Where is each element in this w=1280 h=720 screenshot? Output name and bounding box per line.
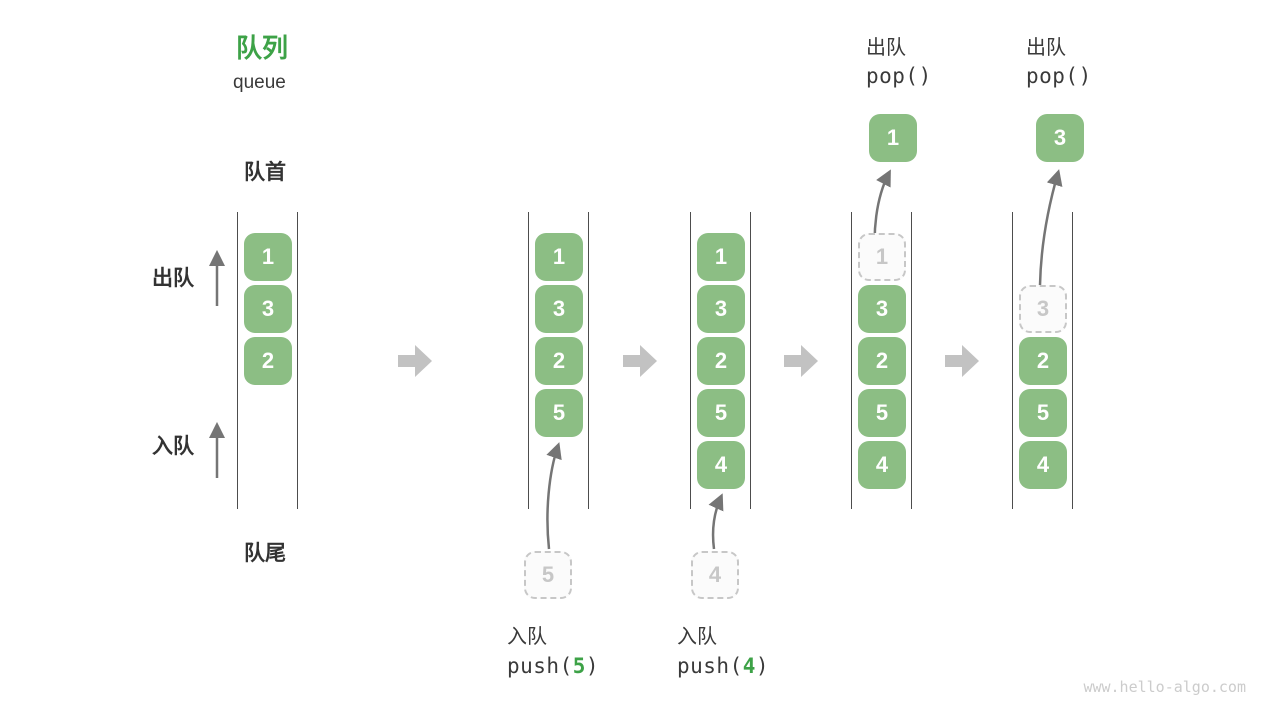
queue-item: 3	[244, 285, 292, 333]
code-arg: 4	[742, 654, 756, 678]
popped-item: 1	[869, 114, 917, 162]
push5-op-label: 入队	[507, 626, 547, 648]
queue-item-ghost: 1	[858, 233, 906, 281]
code-arg: 5	[572, 654, 586, 678]
queue-container-4	[851, 212, 912, 509]
code-prefix: push(	[677, 654, 743, 678]
pop2-op-label: 出队	[1026, 37, 1066, 59]
queue-item: 2	[244, 337, 292, 385]
code-suffix: )	[755, 654, 770, 678]
queue-item: 3	[858, 285, 906, 333]
queue-item: 4	[697, 441, 745, 489]
queue-item: 3	[697, 285, 745, 333]
code-suffix: )	[585, 654, 600, 678]
pop1-op-code: pop()	[866, 64, 932, 88]
queue-item: 2	[858, 337, 906, 385]
queue-item: 5	[1019, 389, 1067, 437]
flow-arrow-icon	[623, 345, 657, 377]
queue-item: 1	[697, 233, 745, 281]
watermark: www.hello-algo.com	[1083, 678, 1246, 696]
flow-arrow-icon	[398, 345, 432, 377]
enqueue-side-label: 入队	[152, 435, 194, 458]
pop2-op-code: pop()	[1026, 64, 1092, 88]
queue-item: 4	[858, 441, 906, 489]
diagram-title-zh: 队列	[236, 33, 289, 63]
push5-op-code: push(5)	[507, 654, 599, 678]
queue-container-5	[1012, 212, 1073, 509]
queue-item: 1	[535, 233, 583, 281]
flow-arrow-icon	[784, 345, 818, 377]
queue-item: 2	[1019, 337, 1067, 385]
queue-item: 2	[535, 337, 583, 385]
pop1-op-label: 出队	[866, 37, 906, 59]
staging-item-ghost: 4	[691, 551, 739, 599]
queue-front-label: 队首	[244, 161, 286, 184]
queue-item-ghost: 3	[1019, 285, 1067, 333]
popped-item: 3	[1036, 114, 1084, 162]
queue-item: 4	[1019, 441, 1067, 489]
queue-item: 3	[535, 285, 583, 333]
flow-arrow-icon	[945, 345, 979, 377]
queue-item: 1	[244, 233, 292, 281]
dequeue-side-label: 出队	[152, 267, 194, 290]
queue-container-2	[528, 212, 589, 509]
queue-rear-label: 队尾	[244, 542, 286, 565]
queue-container-1	[237, 212, 298, 509]
diagram-title-en: queue	[233, 72, 286, 93]
code-prefix: push(	[507, 654, 573, 678]
staging-item-ghost: 5	[524, 551, 572, 599]
queue-item: 5	[697, 389, 745, 437]
queue-item: 5	[858, 389, 906, 437]
queue-item: 2	[697, 337, 745, 385]
queue-item: 5	[535, 389, 583, 437]
queue-container-3	[690, 212, 751, 509]
push4-op-code: push(4)	[677, 654, 769, 678]
push4-op-label: 入队	[677, 626, 717, 648]
